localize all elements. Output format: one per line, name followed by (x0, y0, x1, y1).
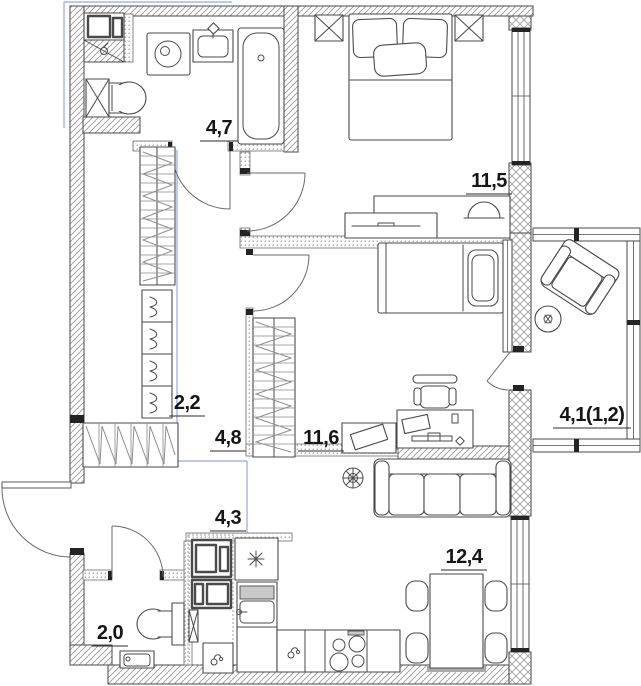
desk-2 (396, 409, 474, 449)
bathtub (237, 27, 285, 145)
wc-toilet (136, 602, 185, 646)
side-table (534, 305, 562, 333)
right-exterior-wall (508, 15, 532, 685)
wc-sink (119, 650, 155, 669)
nightstand-right (454, 14, 484, 42)
double-bed (348, 13, 453, 141)
room-label-kitchen-living: 12,4 (446, 546, 484, 568)
washing-machine (146, 32, 191, 76)
laundry-unit (83, 12, 125, 41)
bathroom-fixtures (83, 12, 285, 145)
stove (329, 630, 366, 672)
shoe-cabinet (141, 289, 173, 419)
room-label-balcony: 4,1(1,2) (560, 404, 625, 426)
kitchen-cabinet (236, 626, 278, 673)
balcony-glazing (532, 227, 641, 453)
balcony-door (486, 351, 511, 391)
bathroom-sink (192, 22, 234, 63)
hall-wardrobe-fixtures (82, 146, 179, 468)
living-fixtures (342, 458, 512, 672)
exterior-walls (69, 5, 534, 685)
room-label-wc: 2,0 (97, 622, 124, 644)
corner-sink-cabinet (202, 642, 234, 674)
room-label-kitchen-niche: 4,3 (215, 507, 242, 529)
utility-shaft (83, 39, 125, 63)
kitchen-sink-unit (236, 581, 278, 628)
windows (502, 27, 531, 653)
bedroom-window (511, 27, 531, 166)
wall-end-blocks (70, 142, 524, 580)
kitchen-counter (276, 629, 401, 673)
bedroom-door (246, 172, 306, 232)
room-label-bedroom: 11,5 (471, 170, 507, 192)
office-chair (412, 374, 458, 409)
kitchen-fixtures (187, 534, 401, 674)
shoe-bench (82, 422, 179, 468)
washer-tower-bottom (190, 578, 233, 610)
bedroom2-door (252, 254, 310, 312)
wc-door (111, 525, 164, 578)
coat-rail (139, 146, 176, 286)
bedroom-fixtures (314, 13, 511, 239)
room-label-wardrobe: 2,2 (174, 392, 201, 414)
tv-stand (341, 422, 397, 454)
zone-boundary-lines (63, 1, 248, 533)
room-labels: 4,7 11,5 2,2 4,8 11,6 4,1(1,2) 4,3 12,4 … (92, 117, 631, 647)
nightstand-left (314, 14, 344, 42)
dining-table (405, 573, 508, 672)
doors (1, 150, 511, 578)
plant (342, 467, 364, 489)
single-bed (377, 242, 504, 314)
washer-tower-top (190, 538, 233, 579)
room-label-bedroom2: 11,6 (303, 427, 339, 449)
sofa (373, 458, 512, 518)
entry-door (1, 481, 72, 558)
room-label-bathroom: 4,7 (206, 117, 233, 139)
balcony-inner-window (502, 239, 513, 353)
kitchen-window (510, 515, 530, 653)
armchair (540, 239, 620, 316)
toilet (85, 78, 147, 118)
wardrobe-closet (252, 317, 296, 458)
bedroom2-fixtures (252, 242, 504, 458)
dresser (344, 212, 438, 239)
fridge (234, 537, 279, 581)
ironing-board (188, 609, 199, 643)
room-label-hallway: 4,8 (215, 427, 242, 449)
wc-fixtures (119, 602, 185, 669)
balcony-fixtures (534, 239, 620, 333)
